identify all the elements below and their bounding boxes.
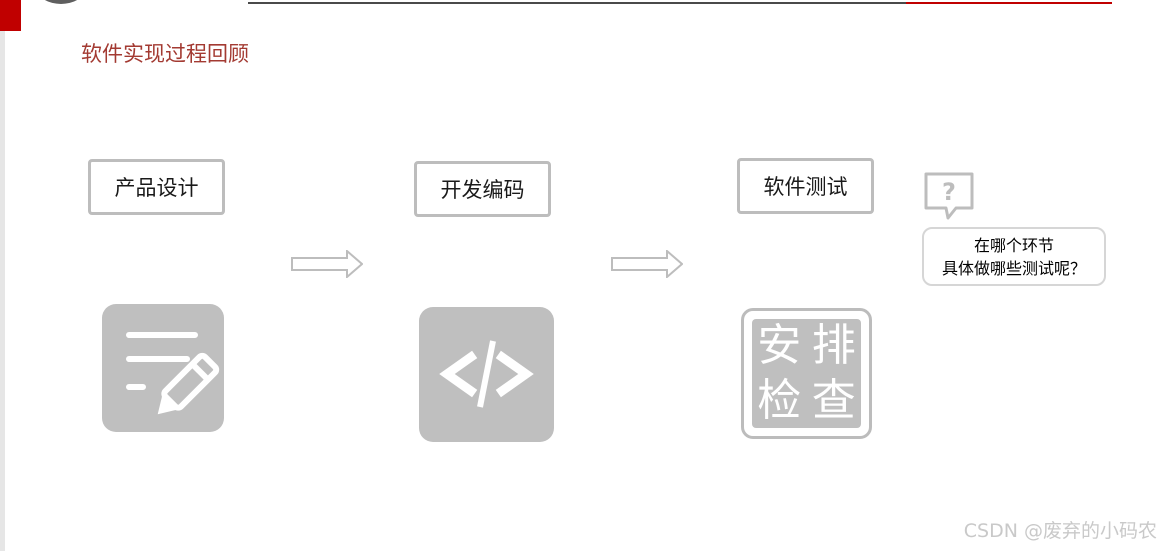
step-label-coding: 开发编码 — [414, 161, 551, 217]
stamp-char: 排 — [811, 320, 856, 372]
svg-text:?: ? — [942, 178, 956, 206]
right-arrow-icon — [291, 250, 363, 278]
slide-title: 软件实现过程回顾 — [81, 42, 249, 66]
question-speech-icon: ? — [924, 172, 974, 220]
question-line-1: 在哪个环节 — [973, 236, 1054, 255]
document-pencil-icon — [102, 304, 224, 432]
header-logo — [38, 0, 84, 4]
step-label-design: 产品设计 — [88, 159, 225, 215]
left-border — [0, 31, 5, 551]
watermark: CSDN @废弃的小码农 — [963, 520, 1157, 542]
right-arrow-icon — [611, 250, 683, 278]
question-line-2: 具体做哪些测试呢？ — [941, 259, 1086, 278]
question-bubble: 在哪个环节 具体做哪些测试呢？ — [922, 227, 1106, 286]
corner-accent — [0, 0, 21, 31]
header-divider-accent — [906, 2, 1112, 4]
header-divider — [248, 2, 906, 4]
stamp-icon: 安 排 检 查 — [741, 308, 872, 439]
stamp-char: 安 — [757, 320, 802, 372]
stamp-char: 查 — [811, 374, 856, 426]
step-label-testing: 软件测试 — [737, 158, 874, 214]
code-brackets-icon — [419, 307, 554, 442]
stamp-char: 检 — [757, 374, 802, 426]
